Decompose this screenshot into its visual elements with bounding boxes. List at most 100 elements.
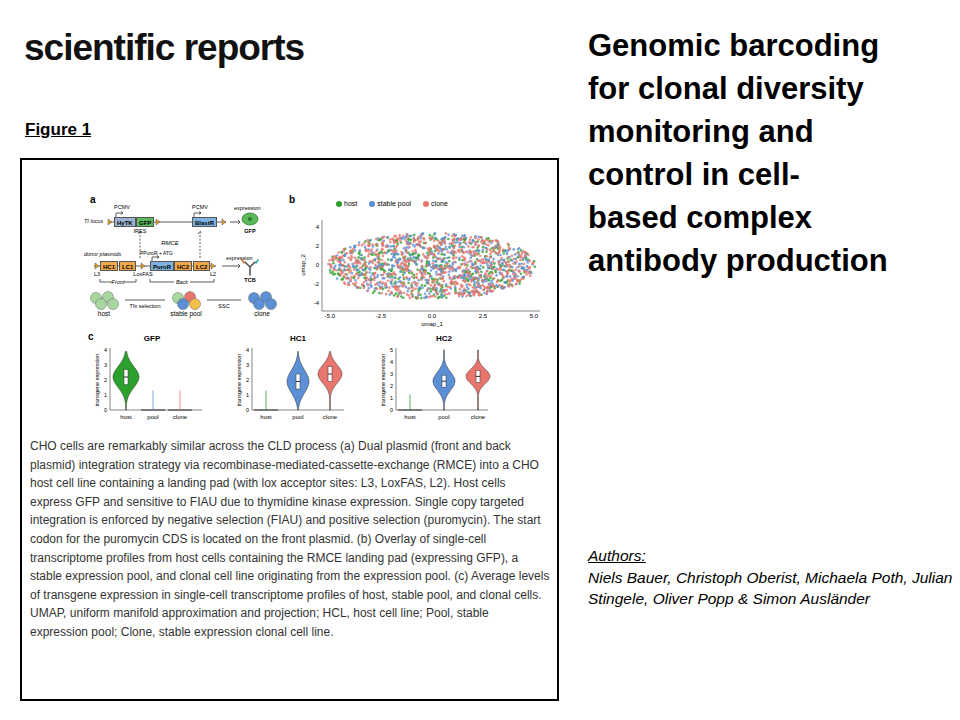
- cell-point: [443, 289, 446, 292]
- cell-point: [482, 279, 485, 282]
- cell-point: [369, 268, 372, 271]
- cell-point: [404, 271, 407, 274]
- cell-point: [518, 270, 521, 273]
- cell-point: [515, 258, 518, 261]
- cell-point: [377, 261, 380, 264]
- cell-point: [443, 239, 446, 242]
- text-label: transgene expression: [380, 354, 386, 407]
- cell-point: [368, 253, 371, 256]
- cell-point: [531, 262, 534, 265]
- cell-point: [457, 276, 460, 279]
- text-label: L2: [210, 271, 216, 277]
- cell-point: [518, 265, 521, 268]
- cell-point: [328, 259, 331, 262]
- cell-point: [464, 257, 467, 260]
- cell-point: [431, 280, 434, 283]
- cell-point: [384, 252, 387, 255]
- cell-point: [463, 234, 466, 237]
- cell-point: [482, 289, 485, 292]
- cell-point: [382, 274, 385, 277]
- text-label: PPuroR + ATG: [140, 251, 173, 257]
- cell-point: [427, 287, 430, 290]
- text-label: pool: [147, 414, 158, 421]
- cell-point: [350, 255, 353, 258]
- cell-point: [357, 277, 360, 280]
- text-label: pool: [292, 414, 303, 421]
- cell-point: [462, 271, 465, 274]
- cell-point: [498, 263, 501, 266]
- cell-point: [461, 274, 464, 277]
- cell-point: [341, 278, 344, 281]
- cell-point: [432, 259, 435, 262]
- cell-point: [413, 234, 416, 237]
- cell-point: [392, 245, 395, 248]
- text-label: TCB: [244, 277, 255, 283]
- cell-point: [517, 269, 520, 272]
- cell-point: [453, 235, 456, 238]
- cell-point: [370, 266, 373, 269]
- cell-point: [515, 283, 518, 286]
- gene-segment: BlastR: [192, 217, 217, 227]
- cell-point: [506, 264, 509, 267]
- cell-point: [376, 268, 379, 271]
- umap-axes: [322, 220, 540, 311]
- text-label: clone: [323, 414, 337, 421]
- cell-point: [480, 276, 483, 279]
- cell-point: [387, 290, 390, 293]
- cell-point: [436, 248, 439, 251]
- cell-point: [411, 282, 414, 285]
- cell-point: [341, 278, 344, 281]
- cell-point: [348, 283, 351, 286]
- cell-point: [409, 253, 412, 256]
- cell-icons: [166, 290, 206, 310]
- cell-point: [422, 247, 425, 250]
- cell-point: [434, 295, 437, 298]
- cell-point: [440, 265, 443, 268]
- cell-point: [431, 237, 434, 240]
- cell-point: [385, 245, 388, 248]
- cell-point: [349, 278, 352, 281]
- cell-point: [402, 269, 405, 272]
- cell-point: [396, 295, 399, 298]
- cell-point: [436, 244, 439, 247]
- cell-point: [475, 241, 478, 244]
- connector-label: Tfx selection: [129, 303, 162, 309]
- text-label: 0: [246, 407, 249, 413]
- cell-point: [407, 282, 410, 285]
- cell-point: [404, 255, 407, 258]
- cell-point: [406, 233, 409, 236]
- cell-point: [513, 276, 516, 279]
- cell-point: [472, 239, 475, 242]
- cell-point: [506, 273, 509, 276]
- cell-point: [342, 250, 345, 253]
- cell-point: [493, 277, 496, 280]
- cell-point: [501, 287, 504, 290]
- cell-point: [363, 258, 366, 261]
- cell-point: [469, 273, 472, 276]
- cell-point: [408, 259, 411, 262]
- figure-caption: CHO cells are remarkably similar across …: [30, 437, 550, 642]
- cell-point: [418, 288, 421, 291]
- cell-point: [452, 252, 455, 255]
- cell-point: [349, 267, 352, 270]
- cell-point: [410, 292, 413, 295]
- cell-point: [477, 259, 480, 262]
- cell-point: [367, 241, 370, 244]
- cell-point: [509, 279, 512, 282]
- cell-point: [388, 264, 391, 267]
- figure-frame: [21, 159, 558, 700]
- text-label: Front: [112, 279, 125, 285]
- cell-point: [524, 252, 527, 255]
- cell-point: [452, 269, 455, 272]
- cell-point: [355, 268, 358, 271]
- cell-point: [433, 253, 436, 256]
- cell-point: [402, 268, 405, 271]
- cell: [96, 299, 107, 310]
- cell-point: [489, 253, 492, 256]
- cell-point: [390, 259, 393, 262]
- cell-point: [448, 260, 451, 263]
- cell-point: [508, 280, 511, 283]
- cell-point: [493, 250, 496, 253]
- text-label: host: [404, 414, 415, 421]
- cell-point: [524, 251, 527, 254]
